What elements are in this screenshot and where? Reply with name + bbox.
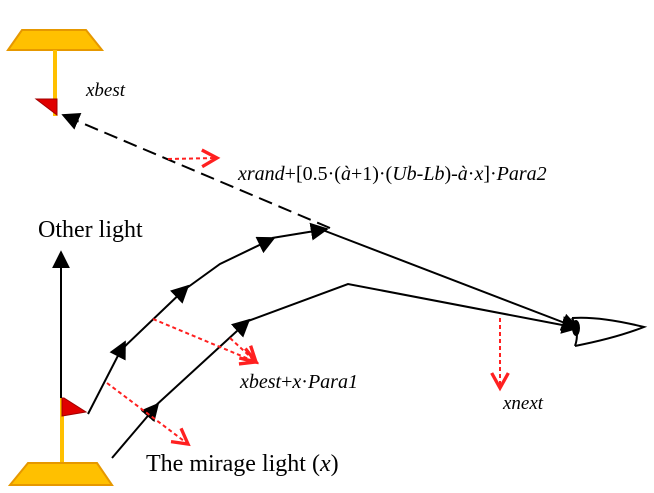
upper-ray-segment: [183, 236, 276, 291]
bottom-lamp: [7, 397, 114, 486]
xnext-label: xnext: [502, 393, 544, 414]
upper-ray-segment: [120, 284, 190, 351]
mirage-light-source: [61, 397, 88, 417]
guide-arrow-update: [167, 158, 217, 159]
top-lamp: [6, 29, 105, 117]
guide-arrow-mirage-upper: [152, 318, 256, 362]
guide-arrow-mirage-source: [106, 382, 188, 444]
upper-ray-segment: [319, 228, 580, 331]
xbest-label: xbest: [85, 80, 126, 101]
lower-ray-segment: [111, 402, 160, 459]
xbest-light-source: [34, 98, 58, 117]
bottom-lamp-shade: [7, 462, 114, 486]
dashed-ray-to-xbest: [61, 113, 331, 229]
eye-icon: [571, 316, 648, 347]
mirage-formula-label: xbest+x·Para1: [239, 371, 358, 393]
upper-ray-segment: [87, 340, 126, 415]
lower-ray-segment: [247, 282, 580, 334]
lower-ray-segment: [152, 318, 251, 409]
top-lamp-shade: [6, 29, 105, 51]
guide-arrow-mirage-lower: [229, 337, 256, 362]
upper-ray-segment: [271, 222, 329, 241]
update-formula-label: xrand+[0.5·(à+1)·(Ub-Lb)-à·x]·Para2: [237, 163, 547, 185]
lower-ray-path: [111, 282, 580, 459]
mirage-light-label: The mirage light (x): [146, 451, 339, 477]
other-light-label: Other light: [38, 217, 143, 243]
upper-ray-path: [87, 222, 580, 415]
